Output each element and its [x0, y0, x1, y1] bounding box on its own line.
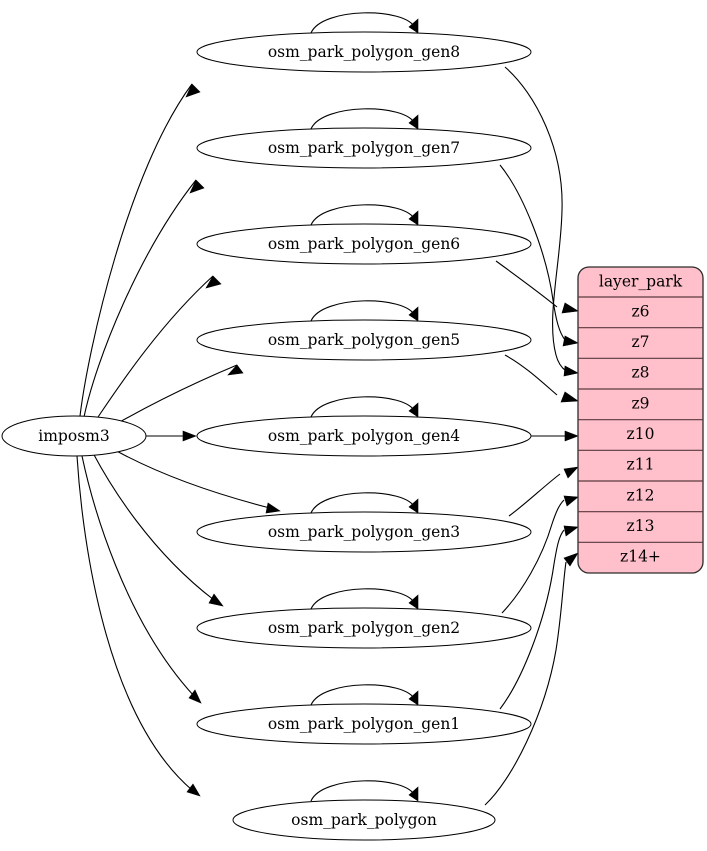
- node-gen4-label: osm_park_polygon_gen4: [268, 427, 460, 445]
- node-imposm3[interactable]: imposm3: [1, 415, 147, 457]
- node-osm-park-polygon-gen3[interactable]: osm_park_polygon_gen3: [196, 492, 532, 553]
- edge-group-source-to-nodes: [76, 83, 281, 797]
- node-gen2-label: osm_park_polygon_gen2: [268, 619, 460, 637]
- node-gen7-label: osm_park_polygon_gen7: [268, 139, 460, 157]
- edge-imposm3-to-gen8: [79, 83, 201, 417]
- layer-row-z13[interactable]: z13: [627, 517, 655, 535]
- node-gen8-label: osm_park_polygon_gen8: [268, 43, 460, 61]
- layer-row-z14plus[interactable]: z14+: [620, 548, 661, 566]
- edge-gen1-to-z13: [499, 525, 579, 710]
- node-gen3-label: osm_park_polygon_gen3: [268, 523, 460, 541]
- layer-row-z10[interactable]: z10: [627, 425, 655, 443]
- layer-row-z9[interactable]: z9: [631, 394, 649, 412]
- layer-row-z7[interactable]: z7: [631, 333, 649, 351]
- layer-park-table[interactable]: layer_park z6 z7 z8 z9 z10 z11 z12 z13 z…: [577, 266, 704, 574]
- layer-row-z6[interactable]: z6: [631, 303, 649, 321]
- layer-row-z11[interactable]: z11: [627, 456, 655, 474]
- node-imposm3-label: imposm3: [38, 427, 109, 445]
- edge-imposm3-to-gen6: [95, 275, 222, 421]
- layer-row-z12[interactable]: z12: [627, 486, 655, 504]
- node-osm-park-polygon-gen2[interactable]: osm_park_polygon_gen2: [196, 588, 532, 649]
- edge-group-nodes-to-layer: [484, 66, 579, 806]
- edge-gen2-to-z12: [501, 495, 579, 614]
- node-osm-park-polygon-gen6[interactable]: osm_park_polygon_gen6: [196, 204, 532, 265]
- edge-imposm3-to-gen4: [146, 430, 197, 442]
- edge-gen4-to-z10: [531, 430, 579, 442]
- node-gen1-label: osm_park_polygon_gen1: [268, 715, 460, 733]
- node-base-label: osm_park_polygon: [291, 811, 437, 829]
- edge-gen5-to-z9: [504, 354, 579, 403]
- edge-imposm3-to-gen3: [112, 448, 281, 514]
- edge-base-to-z14plus: [484, 552, 579, 806]
- node-osm-park-polygon-gen7[interactable]: osm_park_polygon_gen7: [196, 108, 532, 169]
- node-osm-park-polygon-gen8[interactable]: osm_park_polygon_gen8: [196, 12, 532, 73]
- edge-gen8-to-z8: [504, 66, 579, 377]
- node-osm-park-polygon-gen1[interactable]: osm_park_polygon_gen1: [196, 684, 532, 745]
- edge-imposm3-to-gen7: [83, 179, 205, 418]
- node-osm-park-polygon[interactable]: osm_park_polygon: [232, 780, 496, 841]
- node-gen5-label: osm_park_polygon_gen5: [268, 331, 460, 349]
- edge-imposm3-to-gen5: [117, 364, 244, 424]
- layer-park-title: layer_park: [599, 273, 683, 291]
- edge-imposm3-to-base: [76, 455, 201, 797]
- edge-gen7-to-z7: [499, 164, 579, 347]
- edge-gen6-to-z6: [495, 260, 579, 314]
- edge-gen3-to-z11: [508, 466, 579, 517]
- layer-row-z8[interactable]: z8: [631, 364, 649, 382]
- node-gen6-label: osm_park_polygon_gen6: [268, 235, 460, 253]
- edge-imposm3-to-gen2: [92, 452, 224, 607]
- node-osm-park-polygon-gen4[interactable]: osm_park_polygon_gen4: [196, 396, 532, 457]
- edge-imposm3-to-gen1: [81, 455, 202, 704]
- node-osm-park-polygon-gen5[interactable]: osm_park_polygon_gen5: [196, 300, 532, 361]
